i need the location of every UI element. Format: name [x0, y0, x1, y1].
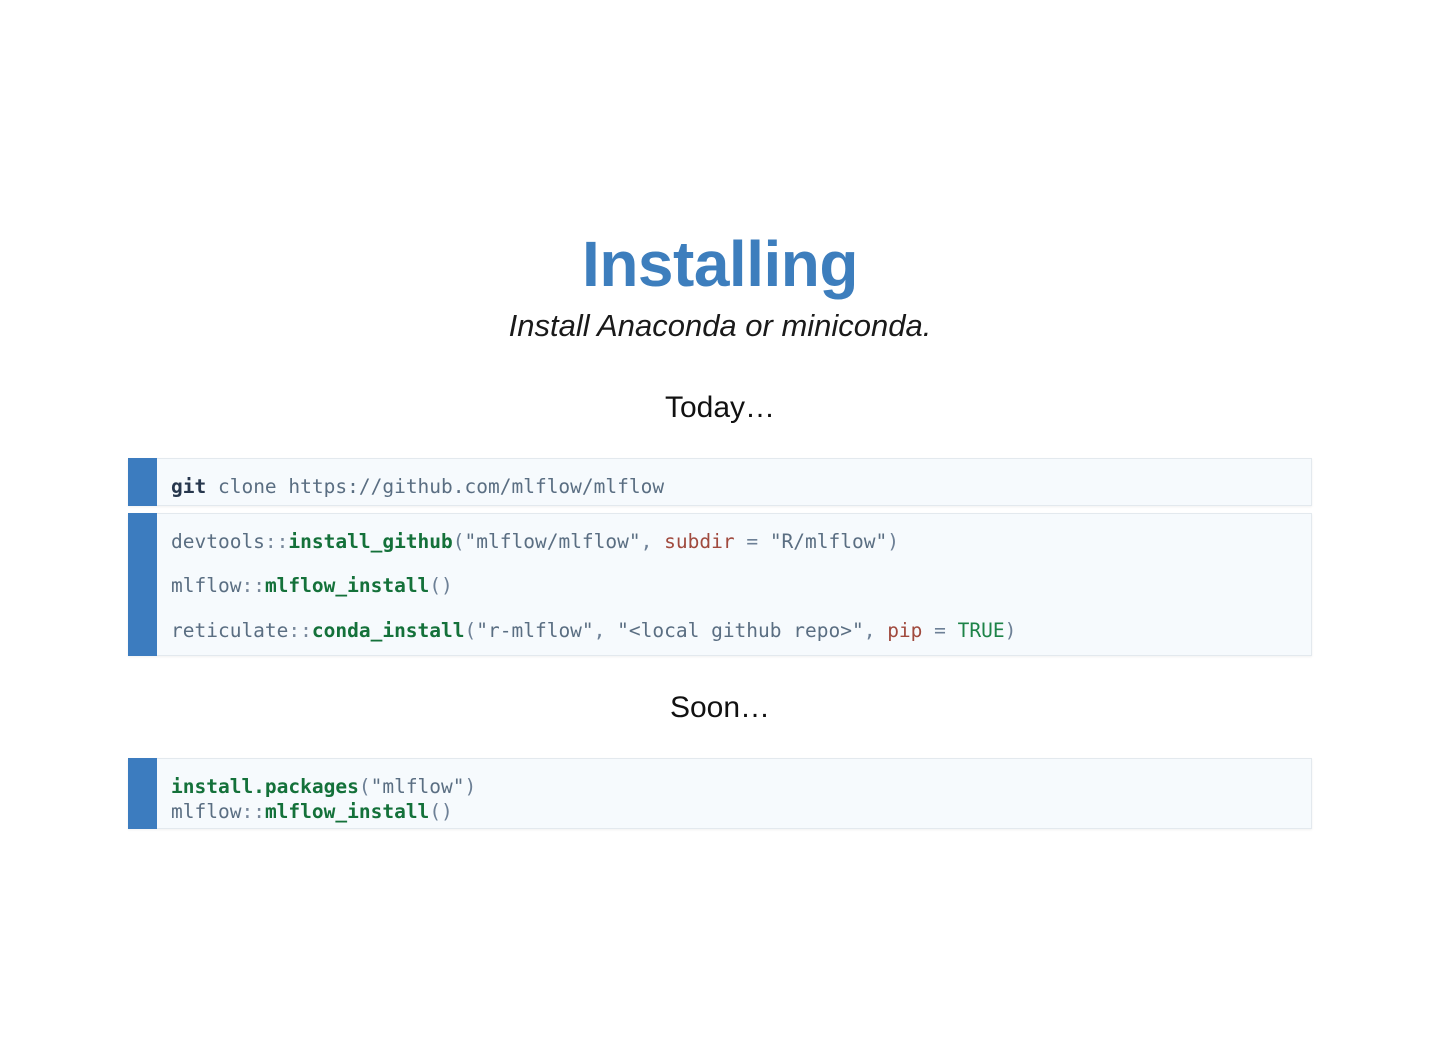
code-token-const: TRUE: [957, 618, 1005, 642]
code-token-op: ::: [264, 530, 289, 553]
code-token-fn: install_github: [288, 530, 453, 553]
code-token-punc: =: [922, 618, 958, 642]
code-token-str: "mlflow/mlflow": [464, 530, 641, 553]
code-token-plain: clone https://github.com/mlflow/mlflow: [206, 475, 665, 498]
code-token-punc: (: [452, 530, 465, 553]
code-token-str: "r-mlflow": [476, 618, 594, 642]
code-token-arg: subdir: [664, 530, 735, 553]
code-accent-bar: [128, 513, 157, 656]
code-token-pkg: mlflow: [171, 574, 242, 598]
code-line: reticulate::conda_install("r-mlflow", "<…: [171, 619, 1297, 642]
code-token-op: ::: [288, 618, 312, 642]
code-content[interactable]: devtools::install_github("mlflow/mlflow"…: [157, 514, 1311, 658]
code-token-pkg: mlflow: [171, 800, 242, 824]
page-title: Installing: [582, 227, 858, 300]
code-token-punc: ): [1004, 618, 1017, 642]
code-token-fn: conda_install: [311, 618, 465, 642]
code-accent-bar: [128, 758, 157, 829]
code-token-punc: ,: [863, 618, 888, 642]
code-line: git clone https://github.com/mlflow/mlfl…: [171, 475, 1297, 498]
code-token-punc: ): [464, 775, 477, 798]
code-token-fn: install.packages: [171, 775, 359, 798]
code-block-soon-install: install.packages("mlflow")mlflow::mlflow…: [128, 758, 1312, 829]
code-line: devtools::install_github("mlflow/mlflow"…: [171, 530, 1297, 553]
code-token-pkg: reticulate: [171, 618, 289, 642]
code-token-arg: pip: [887, 618, 923, 642]
code-block-today-install: devtools::install_github("mlflow/mlflow"…: [128, 513, 1312, 656]
code-token-op: ::: [241, 800, 265, 824]
section-label-soon: Soon…: [669, 691, 771, 724]
code-token-punc: (: [358, 775, 371, 798]
code-token-punc: ): [887, 530, 899, 553]
code-token-punc: =: [734, 530, 770, 553]
code-token-pkg: devtools: [171, 530, 265, 553]
code-token-str: "R/mlflow": [769, 530, 888, 553]
code-content[interactable]: install.packages("mlflow")mlflow::mlflow…: [157, 759, 1311, 840]
code-token-fn: mlflow_install: [264, 574, 430, 598]
code-token-str: "mlflow": [370, 775, 465, 798]
code-token-cmd: git: [171, 475, 207, 498]
code-token-punc: ,: [640, 530, 665, 553]
code-block-git-clone: git clone https://github.com/mlflow/mlfl…: [128, 458, 1312, 506]
code-token-punc: (: [464, 618, 477, 642]
code-line: mlflow::mlflow_install(): [171, 800, 1297, 823]
code-token-op: ::: [241, 574, 265, 598]
code-token-punc: (): [429, 800, 453, 824]
code-token-str: "<local github repo>": [617, 618, 864, 642]
section-label-today: Today…: [664, 391, 776, 424]
slide-subtitle: Install Anaconda or miniconda.: [508, 308, 932, 343]
code-line: mlflow::mlflow_install(): [171, 574, 1297, 597]
code-token-fn: mlflow_install: [264, 800, 430, 824]
code-token-punc: (): [429, 574, 453, 598]
code-accent-bar: [128, 458, 157, 506]
code-line: install.packages("mlflow"): [171, 775, 1297, 798]
code-token-punc: ,: [593, 618, 618, 642]
code-content[interactable]: git clone https://github.com/mlflow/mlfl…: [157, 459, 1311, 514]
